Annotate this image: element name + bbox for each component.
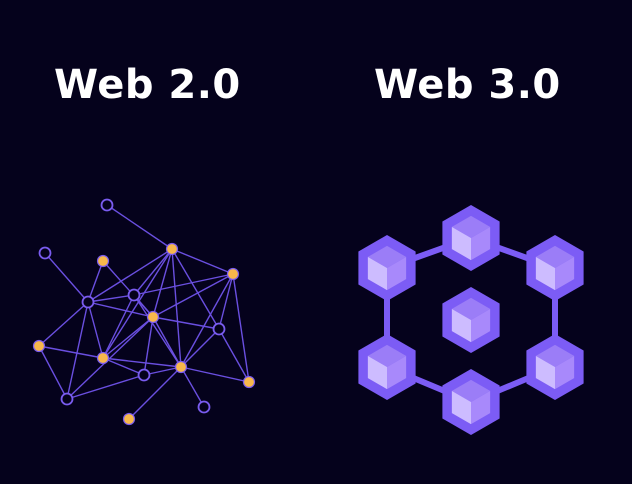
network-edge [38, 301, 89, 347]
network-node-hollow [60, 392, 74, 406]
block-cube-icon [526, 235, 584, 301]
network-edge [152, 248, 173, 318]
network-edge [38, 345, 104, 359]
network-edge [106, 204, 173, 250]
network-edge [87, 260, 104, 303]
network-edge [66, 374, 145, 400]
network-edge [180, 328, 220, 368]
network-edge [133, 273, 234, 296]
network-edge [87, 301, 104, 359]
network-edge [66, 316, 154, 400]
block-cube-icon [442, 369, 500, 435]
web3-title: Web 3.0 [374, 62, 561, 108]
network-edge [180, 366, 205, 408]
network-node-filled [174, 360, 188, 374]
network-node-filled [242, 375, 256, 389]
network-edge [87, 301, 154, 318]
network-edge [152, 273, 234, 318]
network-edge [102, 357, 182, 368]
network-node-filled [226, 267, 240, 281]
network-edge [102, 294, 135, 359]
network-node-hollow [38, 246, 52, 260]
centralized-network-icon [32, 198, 256, 426]
network-edge [218, 328, 250, 383]
network-node-filled [165, 242, 179, 256]
blockchain-network-icon [358, 205, 584, 435]
network-node-hollow [197, 400, 211, 414]
block-cube-icon [526, 334, 584, 400]
network-node-filled [122, 412, 136, 426]
network-edge [171, 248, 234, 275]
network-node-hollow [81, 295, 95, 309]
network-node-hollow [137, 368, 151, 382]
network-edges [38, 204, 250, 420]
network-edge [171, 248, 220, 330]
network-node-filled [146, 310, 160, 324]
chain-blocks [358, 205, 584, 435]
block-cube-icon [358, 334, 416, 400]
block-cube-icon [442, 205, 500, 271]
network-node-filled [96, 254, 110, 268]
network-node-hollow [212, 322, 226, 336]
network-edge [102, 357, 145, 376]
network-edge [152, 316, 182, 368]
network-edge [87, 248, 173, 303]
web2-title: Web 2.0 [54, 62, 241, 108]
network-edge [102, 316, 154, 359]
network-nodes [32, 198, 256, 426]
network-edge [143, 316, 154, 376]
block-cube-icon [358, 235, 416, 301]
network-edge [44, 252, 89, 303]
network-edge [66, 301, 89, 400]
network-edge [171, 248, 182, 368]
network-edge [232, 273, 250, 383]
network-node-filled [96, 351, 110, 365]
network-edge [133, 248, 173, 296]
block-cube-icon [442, 287, 500, 353]
network-edge [128, 366, 182, 420]
network-edge [133, 294, 182, 368]
network-edge [180, 366, 250, 383]
network-edge [87, 294, 135, 303]
network-edge [102, 248, 173, 359]
network-edge [38, 345, 68, 400]
network-node-hollow [127, 288, 141, 302]
network-node-hollow [100, 198, 114, 212]
network-edge [180, 273, 234, 368]
network-edge [152, 316, 220, 330]
network-edge [218, 273, 234, 330]
network-node-filled [32, 339, 46, 353]
